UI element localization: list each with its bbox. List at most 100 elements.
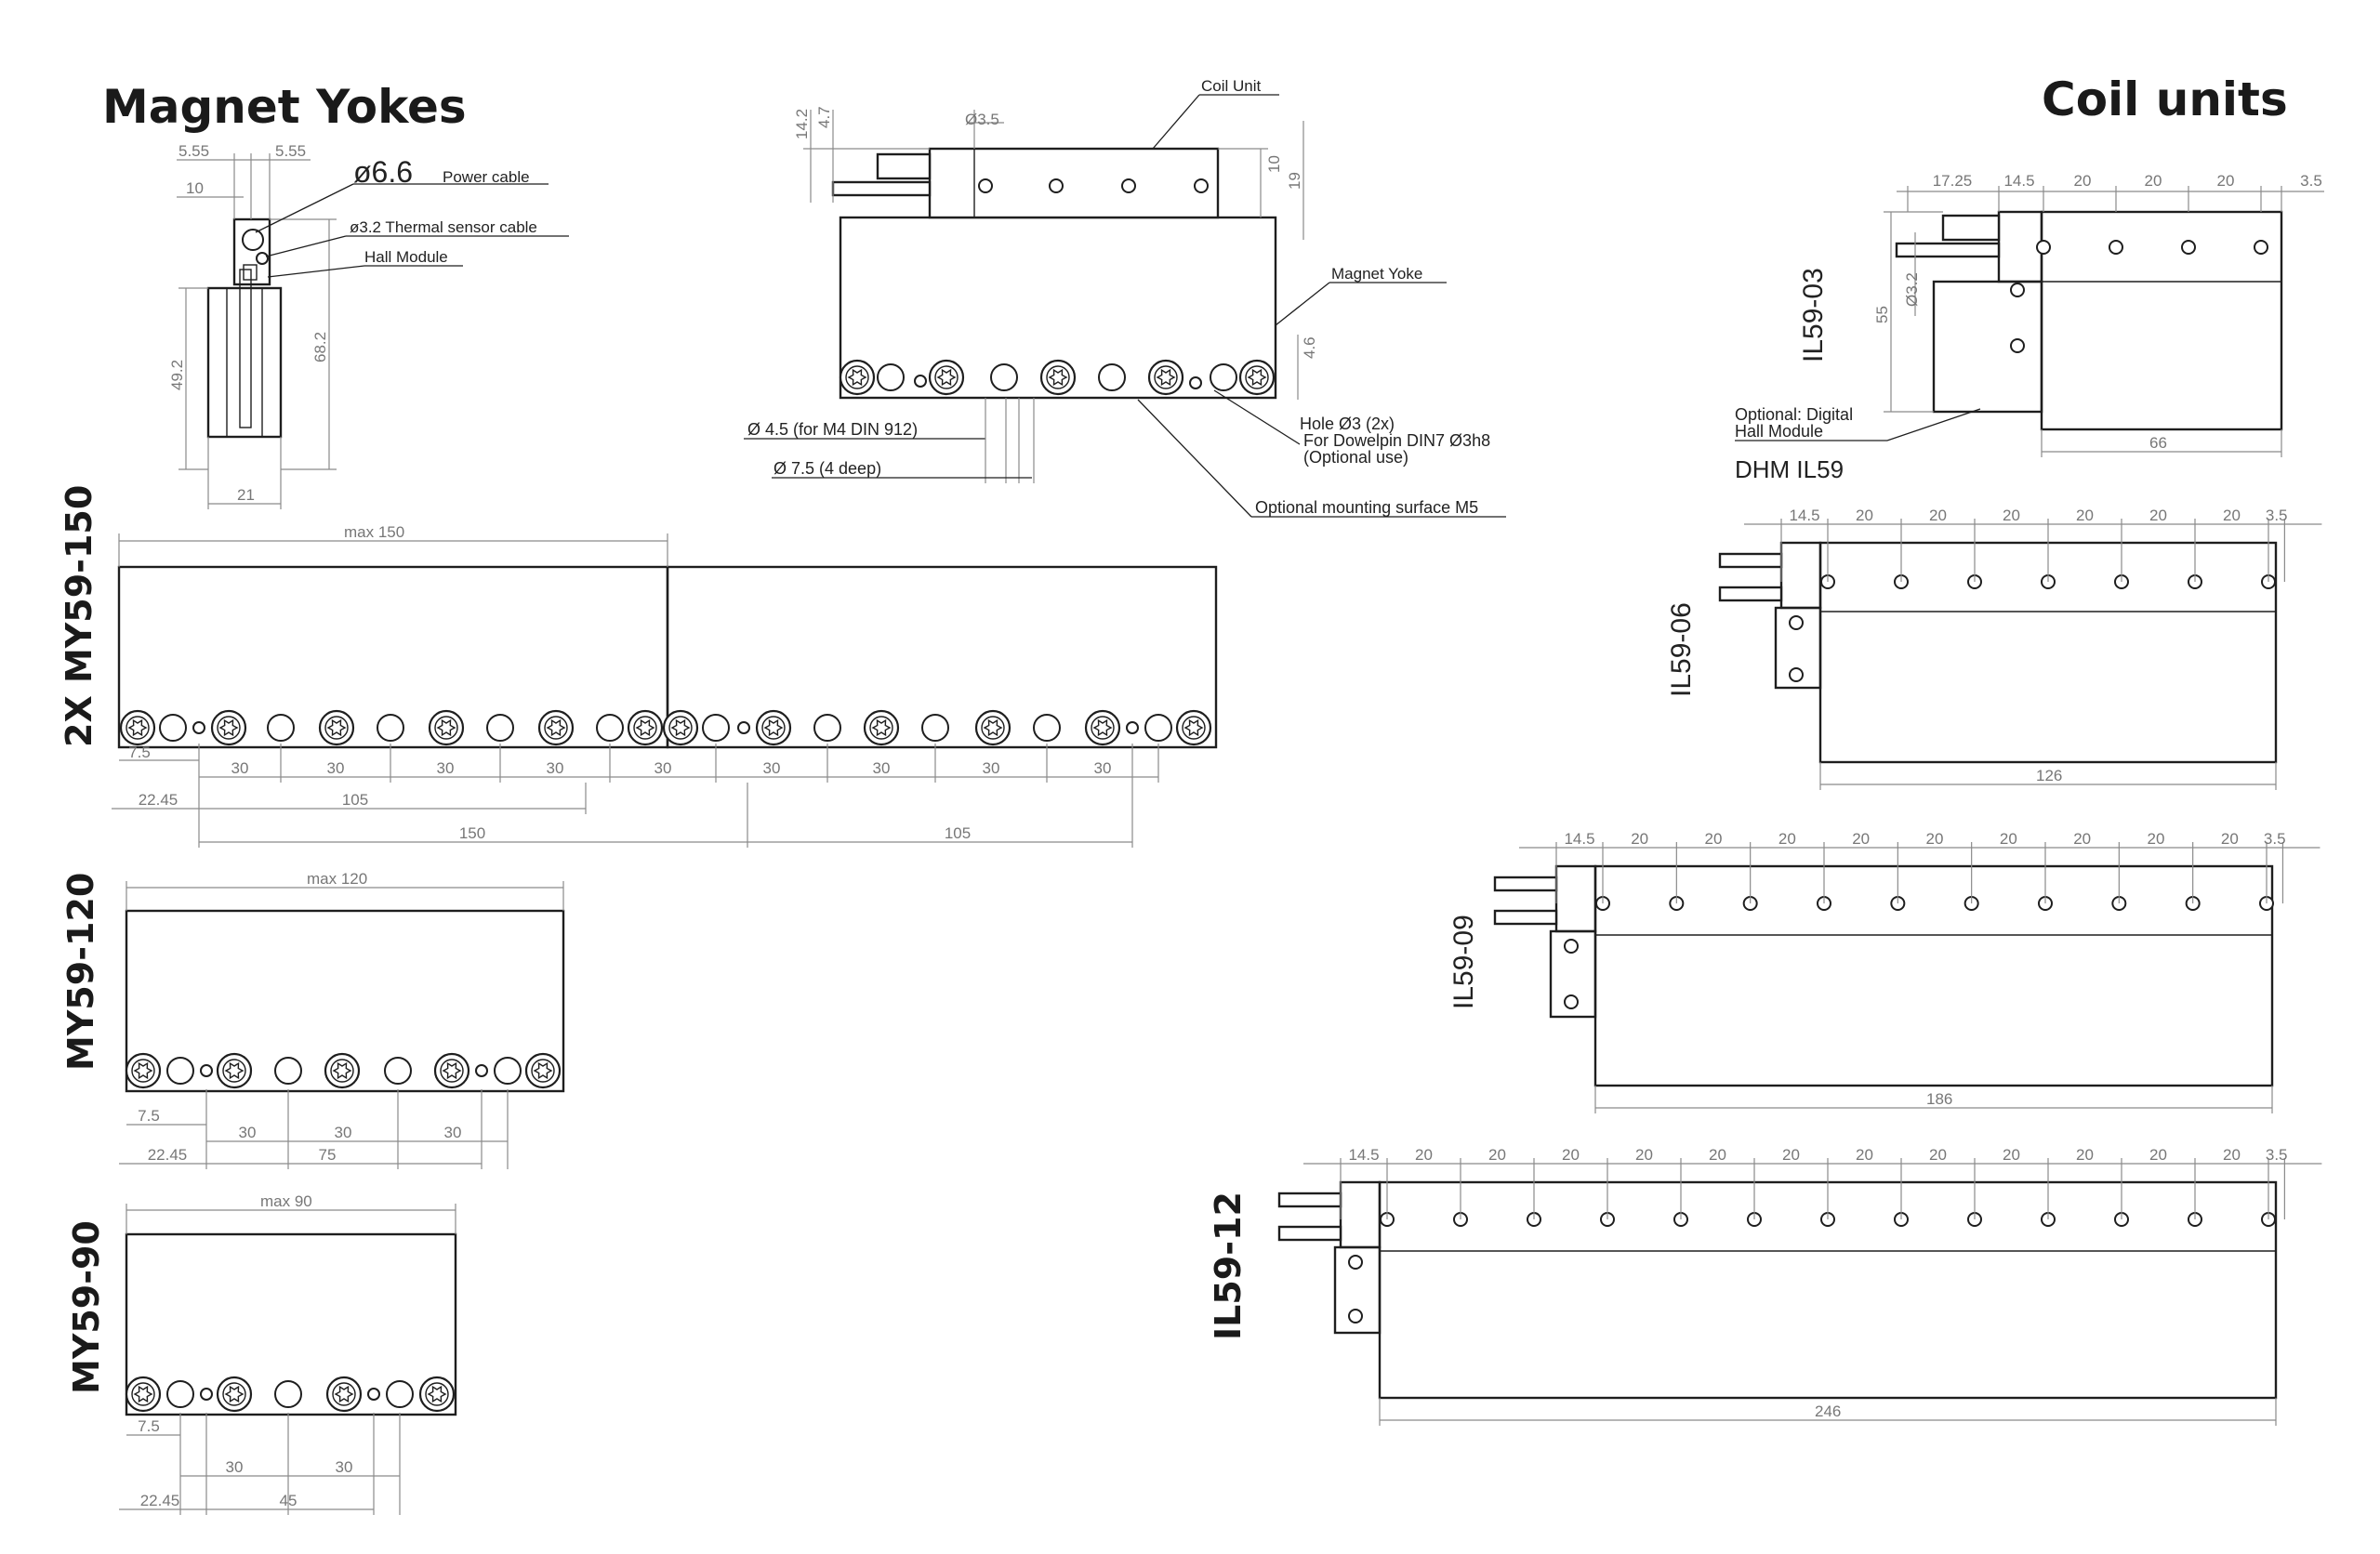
- my120-screw-7-socket: [442, 1061, 462, 1080]
- my150-screw-2-inner: [324, 716, 349, 740]
- il03-label: IL59-03: [1798, 268, 1829, 362]
- my150-max: max 150: [344, 523, 404, 541]
- il09-head: [1554, 864, 1597, 933]
- my150-screw-2-socket: [326, 718, 347, 737]
- my150-hole-20: [1144, 714, 1172, 742]
- il03-w66: 66: [2149, 434, 2167, 452]
- side-screw-2-socket: [936, 368, 957, 387]
- my90-body: [125, 1232, 457, 1416]
- my150-pitch-5: 30: [763, 759, 781, 777]
- il06-cable-2: [1718, 586, 1783, 602]
- il09-flange-hole-1: [1564, 939, 1579, 954]
- il03-hole-2: [2181, 240, 2196, 255]
- il06-topdim-3: 20: [2003, 507, 2020, 524]
- my90-screw-8: [418, 1376, 456, 1413]
- il09-topdim-7: 20: [2073, 830, 2091, 848]
- my90-dim-2245: 22.45: [140, 1492, 180, 1509]
- my120-pin-2: [200, 1064, 213, 1077]
- il12-cable-2: [1277, 1225, 1342, 1242]
- my120-hole-9: [494, 1057, 522, 1085]
- hall-module-shape: [243, 264, 258, 281]
- my150-pitch-1: 30: [327, 759, 345, 777]
- my150-screw-21-socket: [1183, 718, 1204, 737]
- power-cable-symbol: ø6.6: [353, 155, 413, 189]
- my90-max: max 90: [260, 1192, 312, 1210]
- il03-topdim-1: 14.5: [2003, 172, 2034, 190]
- my150-screw-18-socket: [1092, 718, 1113, 737]
- il03-topdim-2: 20: [2074, 172, 2092, 190]
- my150-pitch-3: 30: [547, 759, 564, 777]
- dim-side-h47: 4.7: [815, 106, 833, 128]
- il09-flange-hole-2: [1564, 994, 1579, 1009]
- il09-topdim-8: 20: [2148, 830, 2165, 848]
- bore-75-label: Ø 7.5 (4 deep): [774, 459, 881, 478]
- side-screw-1: [839, 359, 876, 396]
- my150-screw-14-inner: [869, 716, 893, 740]
- side-pin-1: [914, 375, 927, 388]
- il06-label: IL59-06: [1666, 602, 1697, 697]
- my150-hole-3: [377, 714, 404, 742]
- my150-body-2: [666, 565, 1218, 749]
- my120-screw-10-inner: [531, 1059, 555, 1083]
- side-screw-3: [1039, 359, 1077, 396]
- my150-screw-18-inner: [1091, 716, 1115, 740]
- side-screw-5: [1238, 359, 1276, 396]
- il06-topdim-0: 14.5: [1789, 507, 1819, 524]
- il09-topdim-3: 20: [1778, 830, 1796, 848]
- my90-pitch-1: 30: [336, 1458, 353, 1476]
- end-view-body: [206, 286, 283, 439]
- side-screw-4: [1147, 359, 1184, 396]
- power-cable-label: Power cable: [443, 168, 530, 186]
- my150-pin-a: [192, 721, 205, 734]
- my150-screw-12-inner: [761, 716, 786, 740]
- il03-magnet-part: [2040, 210, 2283, 431]
- my150-screw-6-socket: [546, 718, 566, 737]
- il06-flange: [1774, 606, 1822, 690]
- il09-topdim-0: 14.5: [1564, 830, 1594, 848]
- my150-screw-16-socket: [983, 718, 1003, 737]
- il06-flange-hole-2: [1789, 667, 1804, 682]
- magnet-yoke-label: Magnet Yoke: [1331, 265, 1422, 283]
- my150-hole-15: [921, 714, 949, 742]
- my120-hole-6: [384, 1057, 412, 1085]
- il03-hall-hole-1: [2010, 283, 2025, 297]
- my120-dim-2245: 22.45: [148, 1146, 188, 1164]
- il06-topdim-1: 20: [1856, 507, 1873, 524]
- il06-topdim-6: 20: [2223, 507, 2241, 524]
- il12-head: [1339, 1180, 1382, 1249]
- side-hole-1: [877, 363, 905, 391]
- my150-label: 2X MY59-150: [59, 485, 99, 747]
- il03-hole-0: [2036, 240, 2051, 255]
- my150-screw-a: [119, 709, 156, 746]
- my150-hole-17: [1033, 714, 1061, 742]
- my150-hole-13: [813, 714, 841, 742]
- my150-screw-4-inner: [434, 716, 458, 740]
- my150-screw-6-inner: [544, 716, 568, 740]
- magnet-yokes-title: Magnet Yokes: [102, 80, 467, 134]
- coil-unit-label: Coil Unit: [1201, 77, 1262, 95]
- my90-screw-8-socket: [427, 1385, 447, 1403]
- dim-end-w3: 10: [186, 179, 204, 197]
- il12-topdim-8: 20: [1929, 1146, 1947, 1164]
- il06-cable-1: [1718, 552, 1783, 569]
- side-screw-1-inner: [845, 365, 869, 389]
- side-hole-3: [1098, 363, 1126, 391]
- my120-screw-7-inner: [440, 1059, 464, 1083]
- il03-h55: 55: [1873, 306, 1891, 323]
- il03-topdim-3: 20: [2145, 172, 2162, 190]
- side-view-cable-2: [831, 180, 932, 197]
- il12-w: 246: [1815, 1403, 1841, 1420]
- my150-dim-2245: 22.45: [139, 791, 178, 809]
- hall-module-label: Hall Module: [364, 248, 448, 266]
- my120-pin-8: [475, 1064, 488, 1077]
- my150-pitch-8: 30: [1094, 759, 1112, 777]
- my90-hole-7: [386, 1380, 414, 1408]
- my150-screw-9: [662, 709, 699, 746]
- my150-screw-16: [974, 709, 1012, 746]
- il09-cable-1: [1493, 876, 1558, 892]
